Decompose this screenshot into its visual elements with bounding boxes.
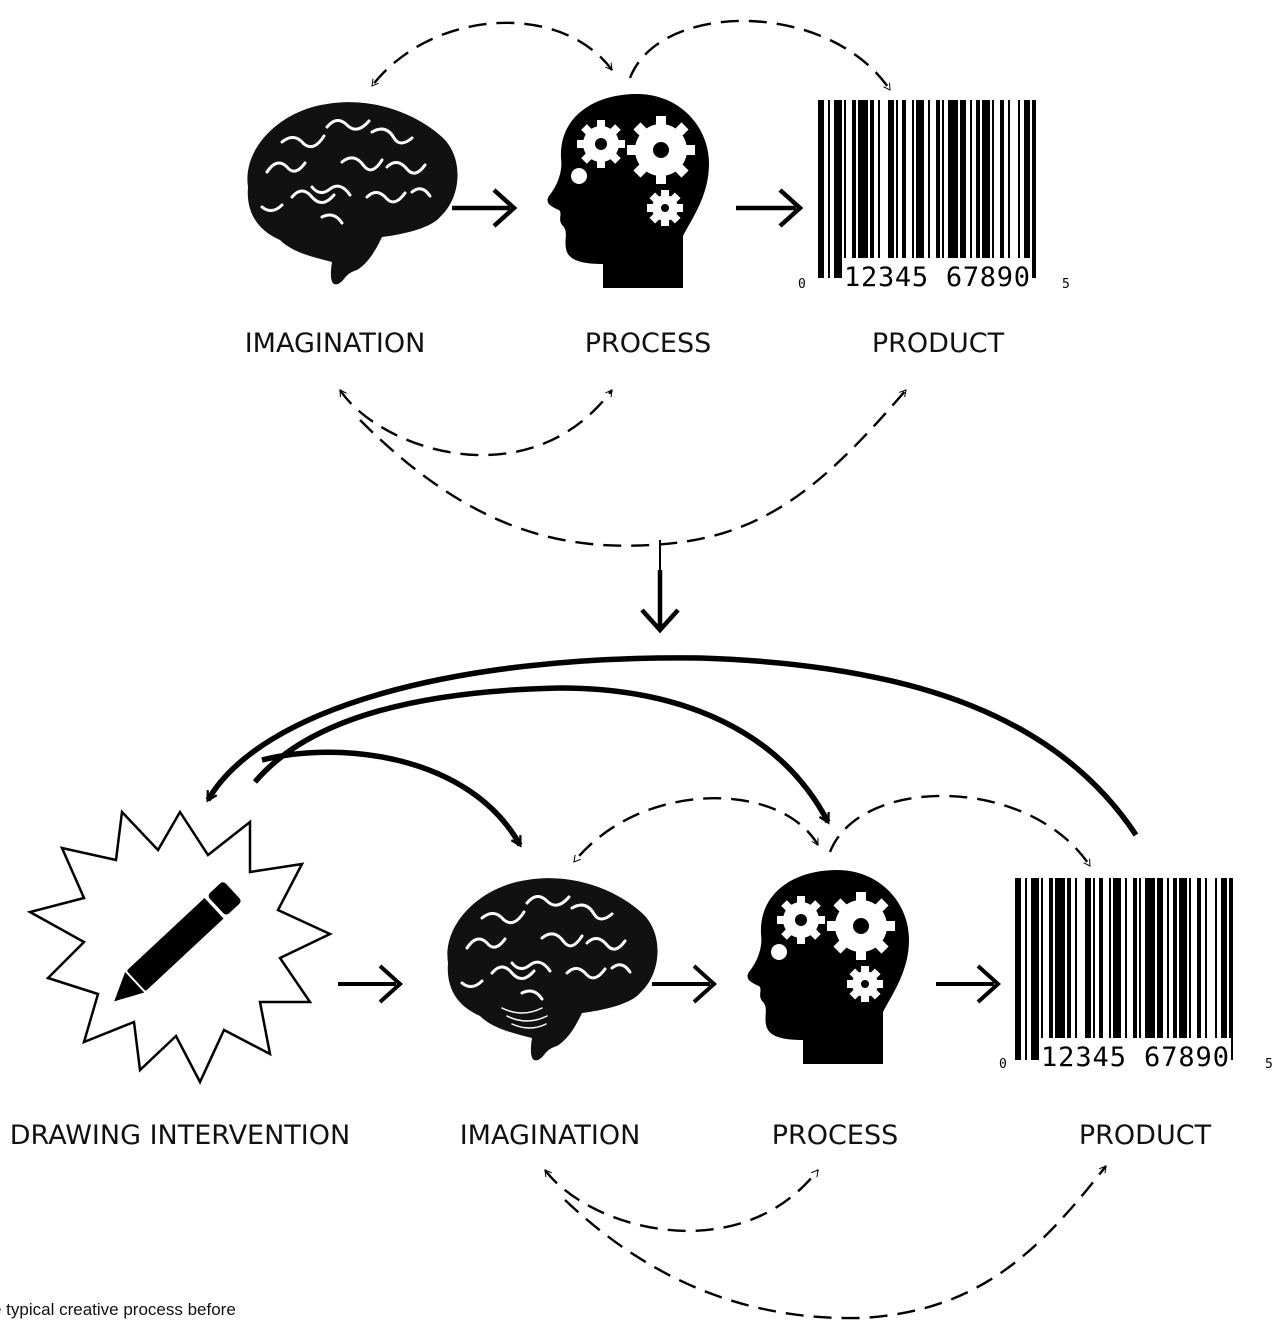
barcode-suffix: 5 xyxy=(1265,1057,1273,1072)
barcode-stripe xyxy=(1167,878,1169,1060)
barcode-stripe xyxy=(1133,878,1137,1060)
barcode-stripe xyxy=(896,100,898,278)
barcode-stripe xyxy=(928,100,930,278)
barcode-stripe xyxy=(1139,878,1141,1060)
dashed-loop-imagination-process xyxy=(544,1169,819,1233)
dashed-loop-imagination-product xyxy=(359,389,907,547)
barcode-prefix: 0 xyxy=(798,277,806,292)
barcode-stripe xyxy=(1067,878,1071,1060)
barcode-stripe xyxy=(1215,878,1217,1060)
bottom-label-drawing-intervention: DRAWING INTERVENTION xyxy=(10,1120,350,1151)
dashed-loop-imagination-product xyxy=(564,1165,1107,1320)
dashed-loop-process-imagination xyxy=(573,797,820,863)
head-gears-icon xyxy=(747,870,909,1064)
barcode-stripe xyxy=(902,100,906,278)
barcode-stripe xyxy=(1113,878,1121,1060)
figure-caption: e typical creative process before xyxy=(0,1300,236,1319)
barcode-stripe xyxy=(888,100,894,278)
barcode-stripe xyxy=(1157,878,1163,1060)
arrow-transition-down xyxy=(640,540,680,634)
brain-icon xyxy=(447,878,658,1061)
barcode-stripe xyxy=(1189,878,1191,1060)
barcode-stripe xyxy=(818,100,824,278)
top-label-imagination: IMAGINATION xyxy=(245,328,426,359)
barcode-stripe xyxy=(936,100,940,278)
barcode-stripe xyxy=(1179,878,1187,1060)
barcode-suffix: 5 xyxy=(1062,277,1070,292)
barcode-digits: 12345 67890 xyxy=(1041,1042,1229,1073)
barcode-stripe xyxy=(1197,878,1201,1060)
barcode-stripe xyxy=(992,100,994,278)
barcode-stripe xyxy=(834,100,842,278)
barcode-stripe xyxy=(912,100,914,278)
barcode-stripe xyxy=(1000,100,1004,278)
barcode-stripe xyxy=(1025,878,1027,1060)
barcode-stripe xyxy=(1085,878,1091,1060)
bottom-label-process: PROCESS xyxy=(772,1120,898,1151)
barcode-stripe xyxy=(870,100,874,278)
top-label-process: PROCESS xyxy=(585,328,711,359)
bold-arc-to-drawing-intervention xyxy=(205,655,1139,837)
barcode-stripe xyxy=(1075,878,1077,1060)
barcode-stripe xyxy=(1221,878,1227,1060)
barcode-stripe xyxy=(1018,100,1020,278)
barcode-stripe xyxy=(1041,878,1043,1060)
barcode-stripe xyxy=(976,100,980,278)
barcode-stripe xyxy=(942,100,944,278)
bottom-label-imagination: IMAGINATION xyxy=(460,1120,641,1151)
barcode-stripe xyxy=(1205,878,1207,1060)
pencil-starburst-icon xyxy=(26,809,333,1085)
dashed-loop-imagination-process xyxy=(339,389,613,457)
dashed-loop-process-product xyxy=(628,19,891,91)
barcode-stripe xyxy=(852,100,856,278)
barcode-stripe xyxy=(970,100,972,278)
barcode-stripe xyxy=(1229,878,1233,1060)
barcode-stripe xyxy=(1109,878,1111,1060)
barcode-stripe xyxy=(1031,878,1039,1060)
barcode-icon: 0 12345 67890 5 xyxy=(798,100,1070,293)
head-gears-icon xyxy=(547,94,709,288)
barcode-stripe xyxy=(1099,878,1103,1060)
barcode-stripe xyxy=(982,100,990,278)
arrow-process-to-product xyxy=(736,188,804,228)
barcode-stripe xyxy=(1049,878,1053,1060)
bold-arc-to-process xyxy=(252,685,831,825)
barcode-stripe xyxy=(1173,878,1177,1060)
barcode-stripe xyxy=(828,100,830,278)
arrow-imagination-to-process xyxy=(652,964,717,1004)
bottom-label-product: PRODUCT xyxy=(1079,1120,1212,1151)
barcode-stripe xyxy=(1015,878,1021,1060)
barcode-stripe xyxy=(1145,878,1155,1060)
barcode-digits: 12345 67890 xyxy=(844,262,1030,293)
barcode-stripe xyxy=(1024,100,1030,278)
barcode-stripe xyxy=(1093,878,1095,1060)
barcode-stripe xyxy=(844,100,846,278)
barcode-stripe xyxy=(858,100,868,278)
barcode-icon: 0 12345 67890 5 xyxy=(999,878,1273,1073)
arrow-drawing-to-imagination xyxy=(338,964,403,1004)
barcode-stripe xyxy=(916,100,924,278)
barcode-stripe xyxy=(1125,878,1127,1060)
arrow-process-to-product xyxy=(936,964,1001,1004)
barcode-stripe xyxy=(1032,100,1036,278)
brain-icon xyxy=(247,102,458,285)
barcode-stripe xyxy=(960,100,966,278)
barcode-prefix: 0 xyxy=(999,1057,1007,1072)
barcode-stripe xyxy=(1055,878,1065,1060)
barcode-stripe xyxy=(948,100,958,278)
dashed-loop-process-product xyxy=(828,794,1092,867)
arrow-imagination-to-process xyxy=(452,188,518,228)
barcode-stripe xyxy=(878,100,880,278)
barcode-stripe xyxy=(1008,100,1010,278)
dashed-loop-process-imagination xyxy=(371,21,613,87)
bold-arc-to-imagination xyxy=(261,749,523,848)
top-label-product: PRODUCT xyxy=(872,328,1005,359)
